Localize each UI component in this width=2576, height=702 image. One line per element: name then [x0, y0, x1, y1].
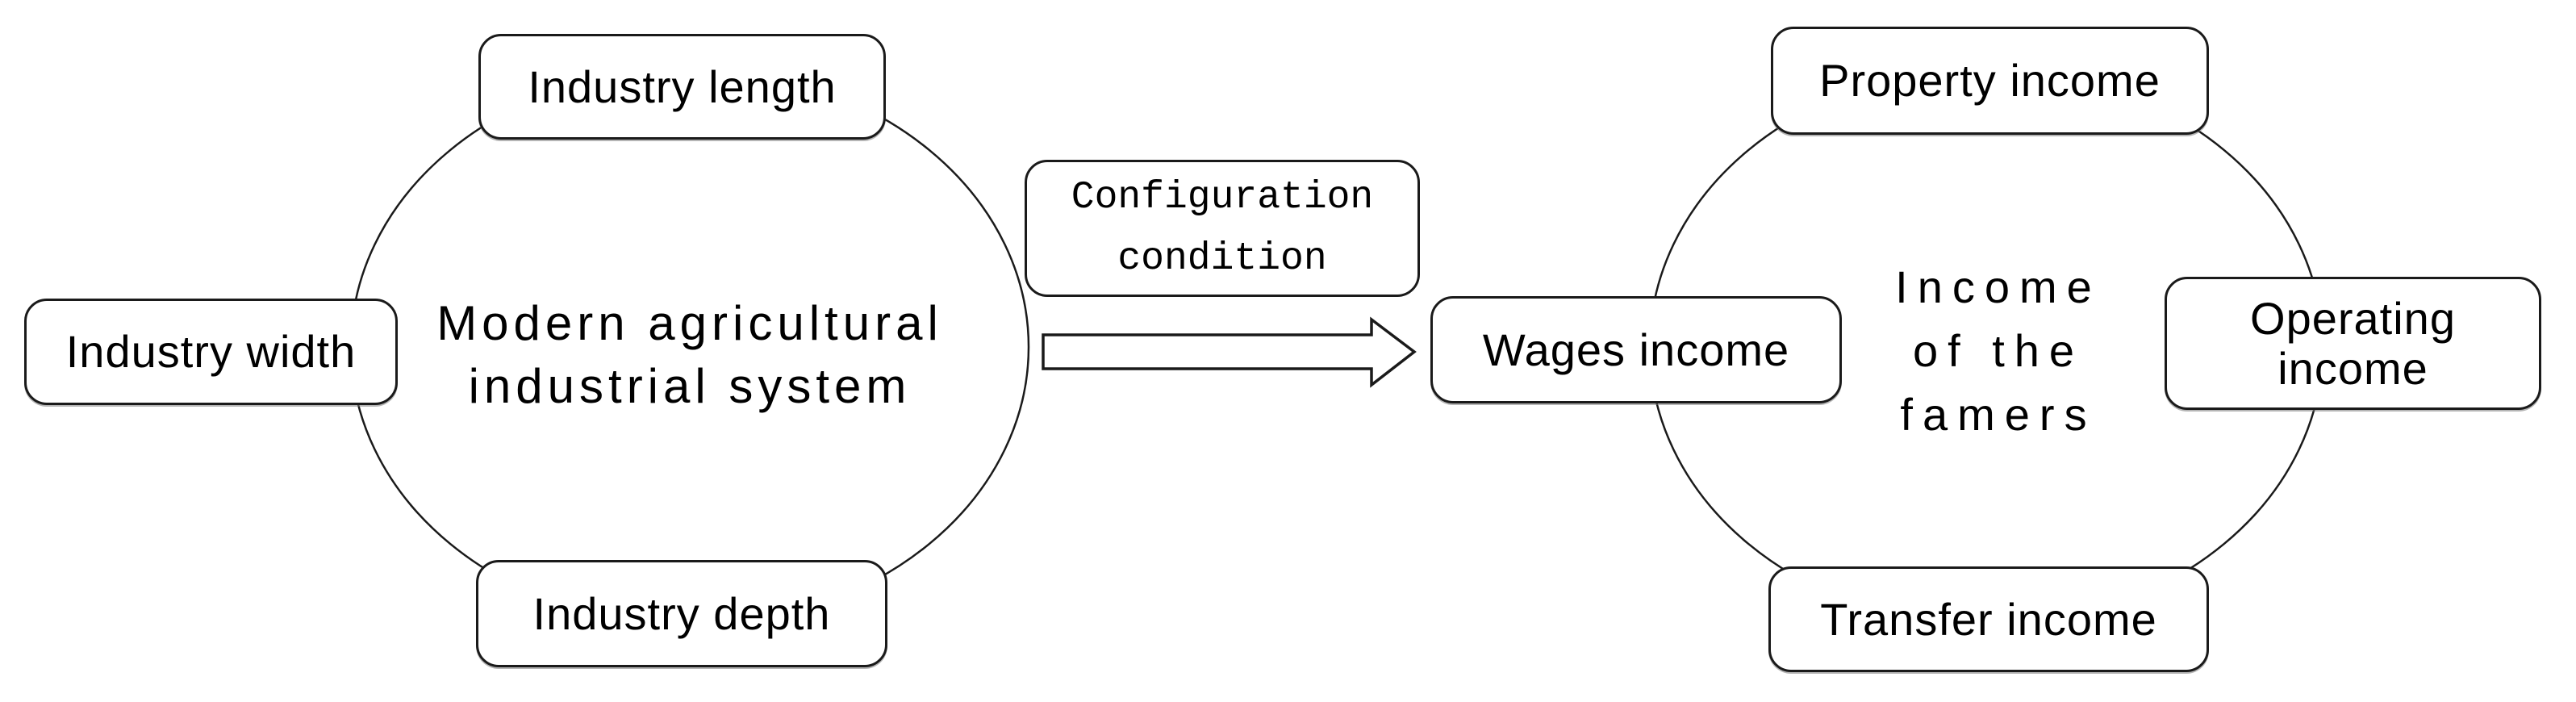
farmers-income-title: Income of the famers — [1877, 255, 2119, 446]
right-arrow-icon — [1042, 316, 1417, 388]
property-income-label: Property income — [1819, 55, 2161, 107]
industry-width-label: Industry width — [65, 326, 357, 378]
operating-income-box: Operating income — [2165, 277, 2541, 410]
industry-depth-box: Industry depth — [476, 560, 887, 667]
configuration-condition-box: Configuration condition — [1025, 160, 1420, 297]
industrial-system-title-line2: industrial system — [468, 359, 912, 413]
operating-income-label-line1: Operating — [2250, 292, 2456, 344]
property-income-box: Property income — [1771, 27, 2209, 135]
industry-length-label: Industry length — [528, 61, 837, 112]
configuration-condition-line1: Configuration — [1071, 176, 1374, 219]
configuration-condition-line2: condition — [1117, 237, 1327, 281]
farmers-income-title-line2: of the — [1912, 325, 2085, 376]
wages-income-label: Wages income — [1482, 324, 1790, 375]
transfer-income-box: Transfer income — [1768, 566, 2209, 672]
transfer-income-label: Transfer income — [1820, 593, 2157, 645]
industry-depth-label: Industry depth — [532, 587, 831, 639]
farmers-income-title-line3: famers — [1900, 389, 2097, 440]
industry-width-box: Industry width — [24, 299, 398, 405]
operating-income-label-line2: income — [2277, 342, 2428, 394]
farmers-income-title-line1: Income — [1895, 261, 2102, 312]
industrial-system-title: Modern agricultural industrial system — [407, 292, 972, 418]
industrial-system-title-line1: Modern agricultural — [436, 296, 943, 350]
wages-income-box: Wages income — [1430, 296, 1842, 403]
industry-length-box: Industry length — [478, 34, 886, 140]
